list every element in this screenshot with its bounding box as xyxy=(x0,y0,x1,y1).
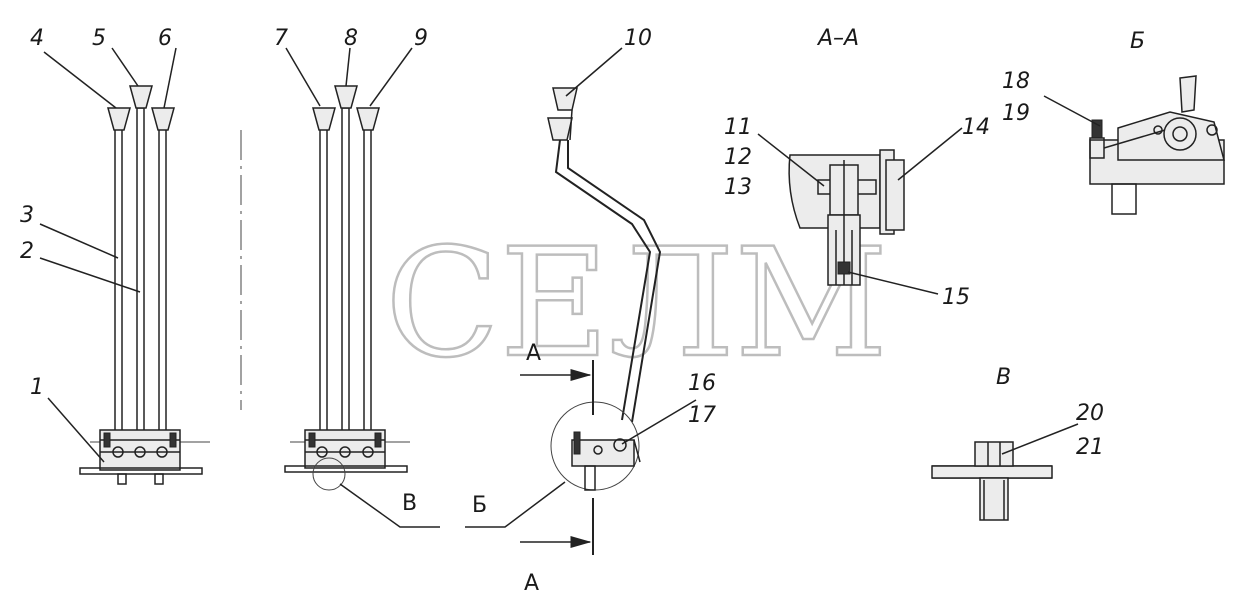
view-b-detail xyxy=(1089,75,1225,215)
watermark: СЕЛМ xyxy=(385,217,888,391)
part-label: 18 xyxy=(1002,69,1030,94)
part-label: 11 xyxy=(724,115,752,140)
section-aa-title: А–А xyxy=(816,26,859,51)
section-marker-top: А xyxy=(526,341,541,366)
part-label: 15 xyxy=(942,285,970,310)
part-label: 10 xyxy=(624,26,652,51)
part-label: 14 xyxy=(962,115,990,140)
part-label: 7 xyxy=(274,26,288,51)
part-label: 4 xyxy=(30,26,44,51)
part-label: 9 xyxy=(414,26,428,51)
lever-assembly-middle xyxy=(284,85,440,528)
part-label: 13 xyxy=(724,175,752,200)
bent-lever-view xyxy=(465,87,662,555)
part-label: 12 xyxy=(724,145,752,170)
leader-lines xyxy=(39,47,1101,463)
part-label: 20 xyxy=(1076,401,1104,426)
lever-assembly-left xyxy=(79,85,215,485)
part-label: 3 xyxy=(20,203,34,228)
part-label: 5 xyxy=(92,26,106,51)
part-label: 16 xyxy=(688,371,716,396)
view-v-title: В xyxy=(996,365,1011,390)
part-label: 8 xyxy=(344,26,358,51)
view-v-bolt xyxy=(931,441,1053,521)
part-label: 6 xyxy=(158,26,172,51)
part-label: 17 xyxy=(688,403,716,428)
callout-v-label: В xyxy=(402,491,417,516)
part-label: 19 xyxy=(1002,101,1030,126)
section-marker-bottom: А xyxy=(524,571,539,596)
part-label: 1 xyxy=(30,375,44,400)
callout-b-label: Б xyxy=(472,493,487,518)
part-label: 21 xyxy=(1076,435,1104,460)
part-label: 2 xyxy=(20,239,34,264)
section-aa-view xyxy=(788,149,905,286)
view-b-title: Б xyxy=(1130,29,1145,54)
